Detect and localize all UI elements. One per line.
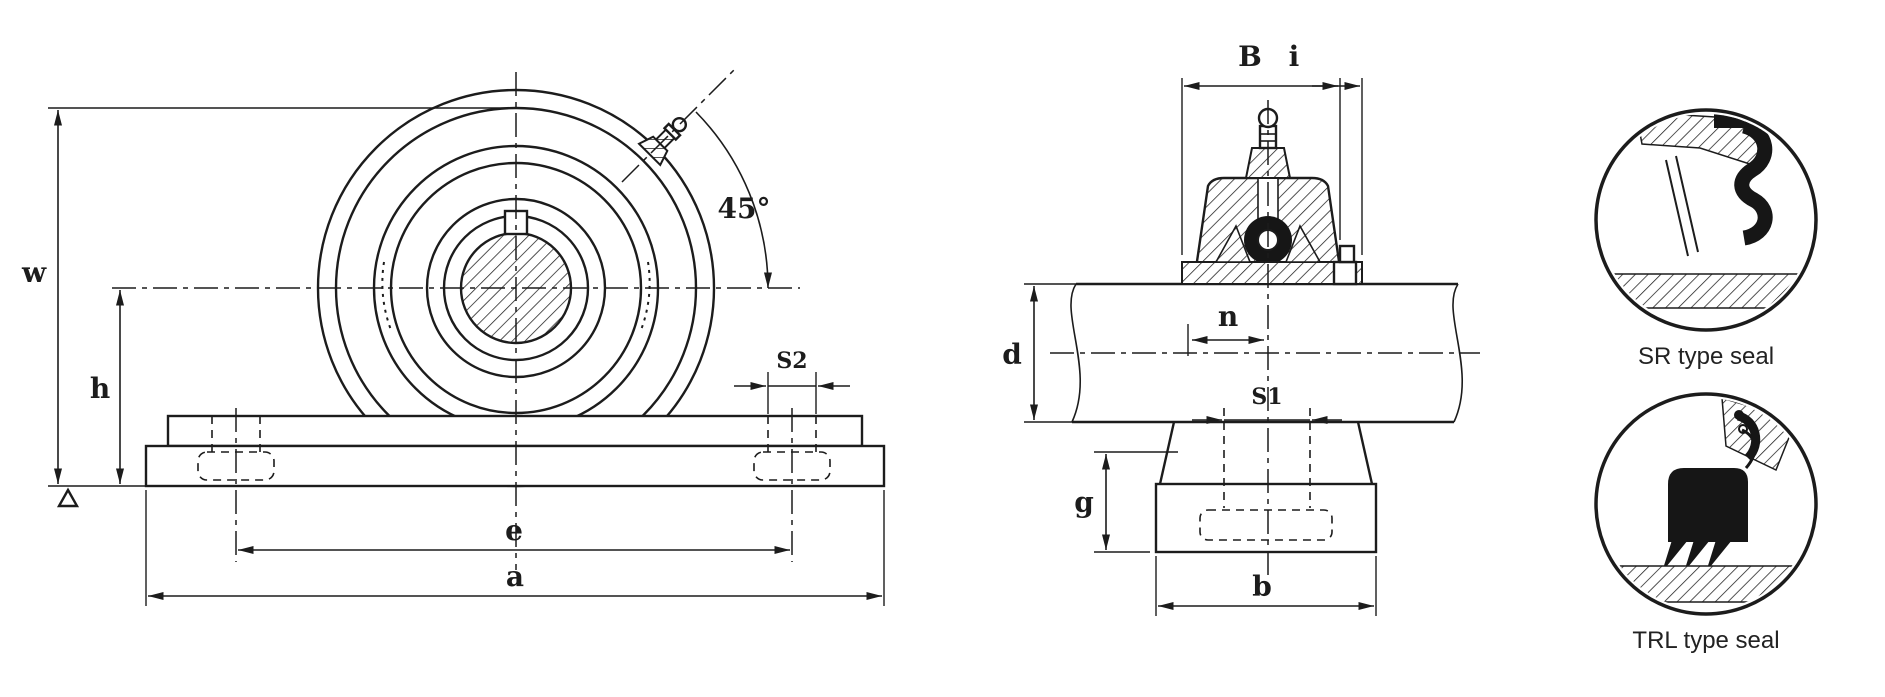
seat-dotted-arc-left <box>381 261 392 331</box>
trl-seal-detail: TRL type seal <box>1594 392 1818 654</box>
setscrew <box>1338 244 1356 264</box>
dim-d-label: d <box>1002 338 1022 371</box>
dim-a-label: a <box>506 560 524 593</box>
dim-d: d <box>1002 283 1078 423</box>
dim-w: w <box>21 107 516 508</box>
sr-seal-profile <box>1734 118 1773 246</box>
dim-s1: S1 <box>1192 384 1342 508</box>
dim-s1-label: S1 <box>1251 384 1282 410</box>
dim-n: n <box>1187 300 1264 356</box>
base-slot <box>1199 509 1333 541</box>
trl-seal-label: TRL type seal <box>1632 627 1779 654</box>
side-view: B i d n S1 g <box>1002 40 1480 616</box>
dim-g: g <box>1074 451 1178 553</box>
dim-angle-label: 45° <box>718 192 771 225</box>
insert-race <box>1181 261 1363 285</box>
shaft-break-left <box>1070 283 1081 423</box>
dim-e: e <box>235 408 793 562</box>
dim-e-label: e <box>505 514 523 547</box>
dim-B-label: B <box>1238 40 1262 73</box>
dim-a: a <box>145 490 885 606</box>
dim-h-label: h <box>90 372 110 405</box>
sr-seal-detail: SR type seal <box>1594 108 1818 370</box>
dim-w-label: w <box>21 256 47 289</box>
seat-dotted-arc-right <box>640 261 651 331</box>
dim-s2-label: S2 <box>776 348 807 374</box>
dim-n-label: n <box>1218 300 1238 333</box>
dim-i-label: i <box>1289 40 1300 73</box>
dim-angle: 45° <box>621 69 772 289</box>
trl-seal-body <box>1668 468 1748 542</box>
dim-b-label: b <box>1252 570 1272 603</box>
pedestal-base <box>1154 421 1378 554</box>
front-view: 45° w h S2 e <box>21 69 886 606</box>
dim-B-i: B i <box>1181 40 1363 255</box>
sr-seal-label: SR type seal <box>1638 343 1774 370</box>
dim-s2: S2 <box>734 348 850 414</box>
dim-b: b <box>1155 556 1377 616</box>
sr-shaft-section <box>1600 273 1812 309</box>
shaft-break-right <box>1452 283 1463 423</box>
base <box>144 414 886 488</box>
trl-shaft-section <box>1600 565 1812 603</box>
dim-h: h <box>90 290 124 484</box>
dim-g-label: g <box>1074 486 1094 519</box>
setscrew-collar <box>1332 260 1358 286</box>
datum-triangle <box>56 487 80 508</box>
